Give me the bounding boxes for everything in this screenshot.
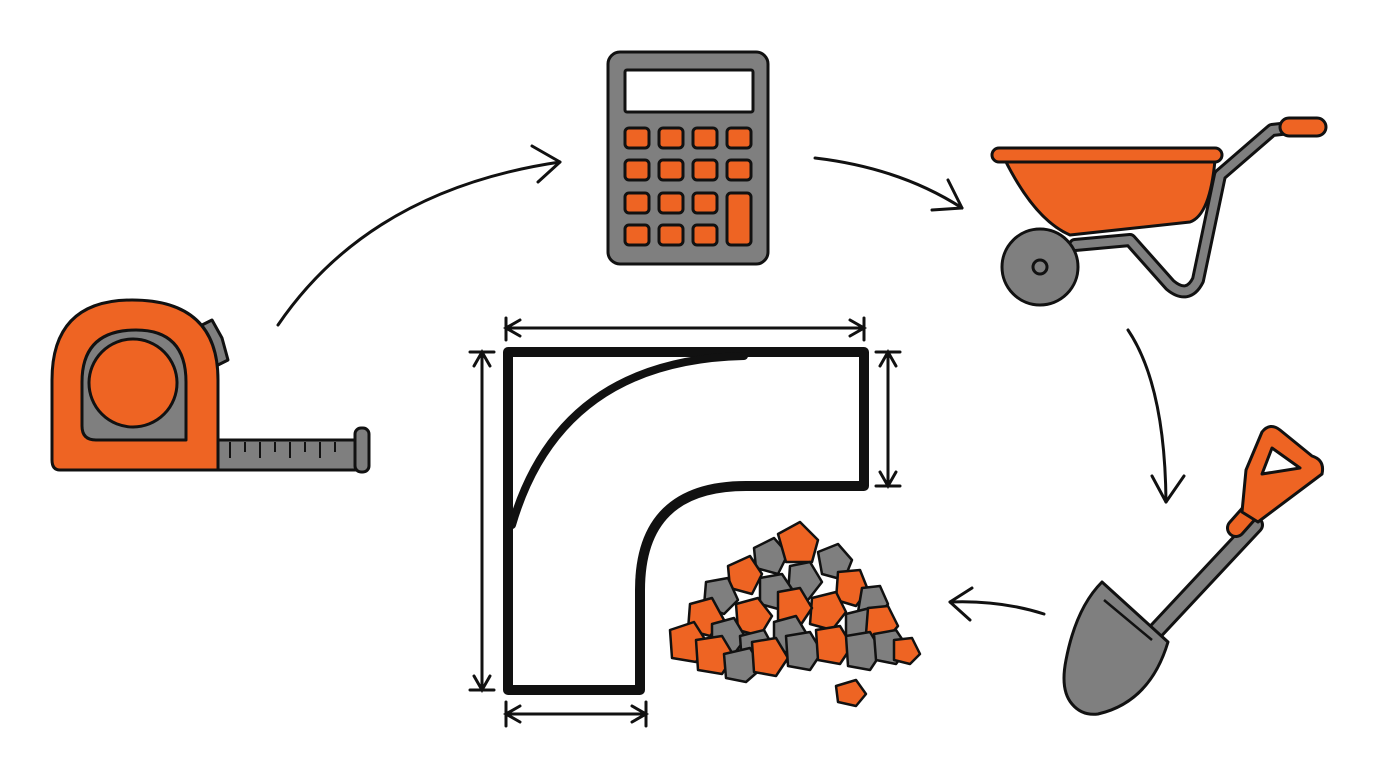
arrow-wheelbarrow-to-shovel [1126,328,1186,504]
tape-measure-icon [50,298,371,474]
shovel-icon [1062,425,1324,716]
l-shaped-area-plan-icon [468,316,902,728]
arrow-calculator-to-wheelbarrow [813,156,964,212]
dimension-line-right [874,348,902,490]
wheelbarrow-icon [990,116,1328,307]
dimension-line-left [468,348,496,694]
arrow-shovel-to-gravel [948,586,1046,622]
calculator-icon [606,50,770,266]
gravel-pile-icon [668,520,922,708]
arrow-tape-to-calculator [276,144,562,327]
dimension-line-bottom [502,700,650,728]
dimension-line-top [502,316,868,342]
